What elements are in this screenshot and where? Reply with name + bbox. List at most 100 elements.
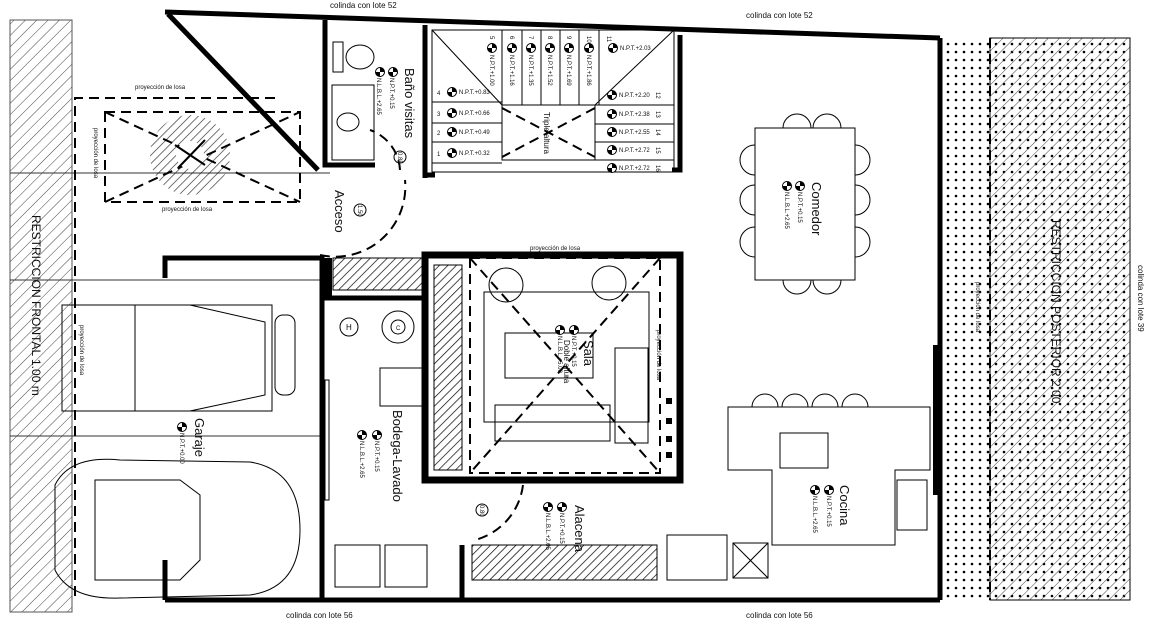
garage: N.P.T.+0.00 Garaje bbox=[54, 304, 301, 599]
stair-step: 8N.P.T.+1.52 bbox=[545, 30, 561, 105]
sink-icon bbox=[379, 367, 423, 407]
room-label-garaje: Garaje bbox=[192, 418, 207, 457]
front-garden-projection: proyección de losa proyección de losa pr… bbox=[74, 85, 301, 600]
chair-icon bbox=[739, 144, 756, 176]
step-level: N.P.T.+0.83 bbox=[459, 90, 490, 96]
step-level: N.P.T.+1.35 bbox=[527, 55, 533, 86]
dryer-icon bbox=[384, 544, 428, 588]
room-label-acceso: Acceso bbox=[332, 190, 347, 233]
front-restriction-zone: RESTRICCION FRONTAL 1.00 m bbox=[9, 19, 330, 613]
step-level: N.P.T.+1.16 bbox=[508, 55, 514, 86]
stool-icon bbox=[841, 393, 869, 408]
svg-text:N.P.T.+0.15: N.P.T.+0.15 bbox=[825, 496, 831, 527]
svg-text:N.L.B.L.+5.00: N.L.B.L.+5.00 bbox=[556, 336, 562, 374]
front-restriction-label: RESTRICCION FRONTAL 1.00 m bbox=[29, 215, 43, 396]
slab-projection-label: proyección de losa bbox=[78, 325, 84, 376]
dining-room: N.P.T.+0.15 N.L.B.L.+2.65 Comedor bbox=[739, 113, 871, 295]
stair-step: 14 N.P.T.+2.55 bbox=[595, 127, 674, 143]
step-number: 1 bbox=[437, 152, 441, 158]
fridge-icon bbox=[666, 534, 728, 581]
step-number: 4 bbox=[437, 91, 441, 97]
chair-icon bbox=[854, 226, 871, 258]
chair-icon bbox=[812, 113, 842, 129]
stair-step: 7N.P.T.+1.35 bbox=[526, 30, 542, 105]
boundary-bottom-right: colinda con lote 56 bbox=[746, 611, 813, 619]
step-level: N.P.T.+2.55 bbox=[619, 130, 650, 136]
double-height-label: Doble altura bbox=[562, 340, 571, 384]
svg-text:N.L.B.L.+2.65: N.L.B.L.+2.65 bbox=[375, 78, 381, 116]
access: Acceso 1.50 bbox=[319, 179, 407, 258]
step-number: 7 bbox=[527, 36, 533, 40]
stove-icon bbox=[779, 432, 829, 469]
utility-room: H C N.P.T.+0.15 N.L.B.L.+2.65 Bodega-Lav… bbox=[334, 310, 524, 588]
rear-restriction-label: RESTRICCION POSTERIOR 2.00 bbox=[1049, 220, 1063, 404]
step-level: N.P.T.+2.72 bbox=[619, 148, 650, 154]
rear-restriction-zone: RESTRICCION POSTERIOR 2.00 proyección de… bbox=[942, 37, 1131, 601]
svg-text:H: H bbox=[346, 323, 352, 332]
armchair-icon bbox=[591, 265, 627, 301]
jeep-icon bbox=[61, 304, 296, 412]
tree-icon bbox=[150, 115, 230, 195]
svg-text:N.P.T.+0.00: N.P.T.+0.00 bbox=[178, 433, 184, 464]
sofa-icon bbox=[494, 404, 611, 442]
svg-text:N.P.T.+0.15: N.P.T.+0.15 bbox=[388, 78, 394, 109]
step-number: 13 bbox=[654, 111, 660, 118]
step-number: 3 bbox=[437, 112, 441, 118]
boundary-top-left: colinda con lote 52 bbox=[330, 1, 397, 10]
stair-step: 13N.P.T.+2.38 bbox=[595, 109, 674, 125]
slab-projection-label: proyección de losa bbox=[135, 85, 186, 91]
room-label-comedor: Comedor bbox=[809, 182, 824, 236]
stair-step: 10N.P.T.+1.86 bbox=[584, 30, 600, 105]
dining-table bbox=[754, 127, 856, 281]
range-hood-icon bbox=[732, 542, 769, 579]
living-room: N.P.T.+0.15 N.L.B.L.+5.00 Doble altura S… bbox=[469, 246, 672, 474]
stair-step: 6N.P.T.+1.16 bbox=[507, 30, 523, 105]
step-number: 11 bbox=[605, 36, 611, 43]
svg-text:N.L.B.L.+2.65: N.L.B.L.+2.65 bbox=[358, 441, 364, 479]
svg-text:N.L.B.L.+2.65: N.L.B.L.+2.65 bbox=[811, 496, 817, 534]
svg-text:N.P.T.+0.15: N.P.T.+0.15 bbox=[558, 513, 564, 544]
stair-step: 15N.P.T.+2.72 bbox=[595, 145, 674, 161]
room-label-sala: Sala bbox=[581, 340, 596, 367]
svg-text:proyección de losa: proyección de losa bbox=[655, 330, 661, 381]
slab-projection-label: proyección de losa bbox=[92, 128, 98, 179]
stair-step: 9N.P.T.+1.69 bbox=[564, 30, 580, 105]
stair-step: 12 N.P.T.+2.20 bbox=[595, 90, 674, 106]
kitchen-sink-icon bbox=[896, 479, 928, 531]
chair-icon bbox=[782, 113, 812, 129]
step-number: 8 bbox=[546, 36, 552, 40]
step-level: N.P.T.+1.69 bbox=[565, 55, 571, 86]
svg-text:N.P.T.+0.15: N.P.T.+0.15 bbox=[570, 336, 576, 367]
step-number: 5 bbox=[488, 36, 494, 40]
slab-projection-label: proyección de losa bbox=[974, 282, 980, 333]
room-label-bodega: Bodega-Lavado bbox=[390, 410, 405, 502]
triple-height-label: Triple altura bbox=[542, 112, 551, 154]
boundary-bottom-left: colinda con lote 56 bbox=[286, 611, 353, 619]
step-number: 10 bbox=[585, 36, 591, 43]
room-label-cocina: Cocina bbox=[837, 485, 852, 526]
boundary-right: colinda con lote 39 bbox=[1136, 265, 1145, 332]
sink-counter bbox=[331, 84, 375, 161]
step-level: N.P.T.+2.20 bbox=[619, 93, 650, 99]
svg-text:N.P.T.+0.15: N.P.T.+0.15 bbox=[796, 192, 802, 223]
step-level: N.P.T.+1.00 bbox=[488, 55, 494, 86]
room-label-bano: Baño visitas bbox=[402, 68, 417, 139]
pantry: N.P.T.+0.15 N.L.B.L.+2.65 Alacena bbox=[543, 502, 587, 553]
stool-icon bbox=[751, 393, 779, 408]
step-level: N.P.T.+2.72 bbox=[619, 166, 650, 172]
svg-text:N.L.B.L.+2.65: N.L.B.L.+2.65 bbox=[783, 192, 789, 230]
svg-text:N.P.T.+0.15: N.P.T.+0.15 bbox=[373, 441, 379, 472]
svg-text:0.85: 0.85 bbox=[396, 152, 402, 164]
car-icon bbox=[54, 458, 301, 599]
stair-step: 4 N.P.T.+0.83 bbox=[432, 87, 502, 103]
step-number: 12 bbox=[654, 92, 660, 99]
svg-text:1.50: 1.50 bbox=[356, 205, 362, 217]
step-level: N.P.T.+1.86 bbox=[585, 55, 591, 86]
stair-step: 16N.P.T.+2.72 bbox=[607, 163, 660, 173]
step-number: 14 bbox=[654, 129, 660, 136]
